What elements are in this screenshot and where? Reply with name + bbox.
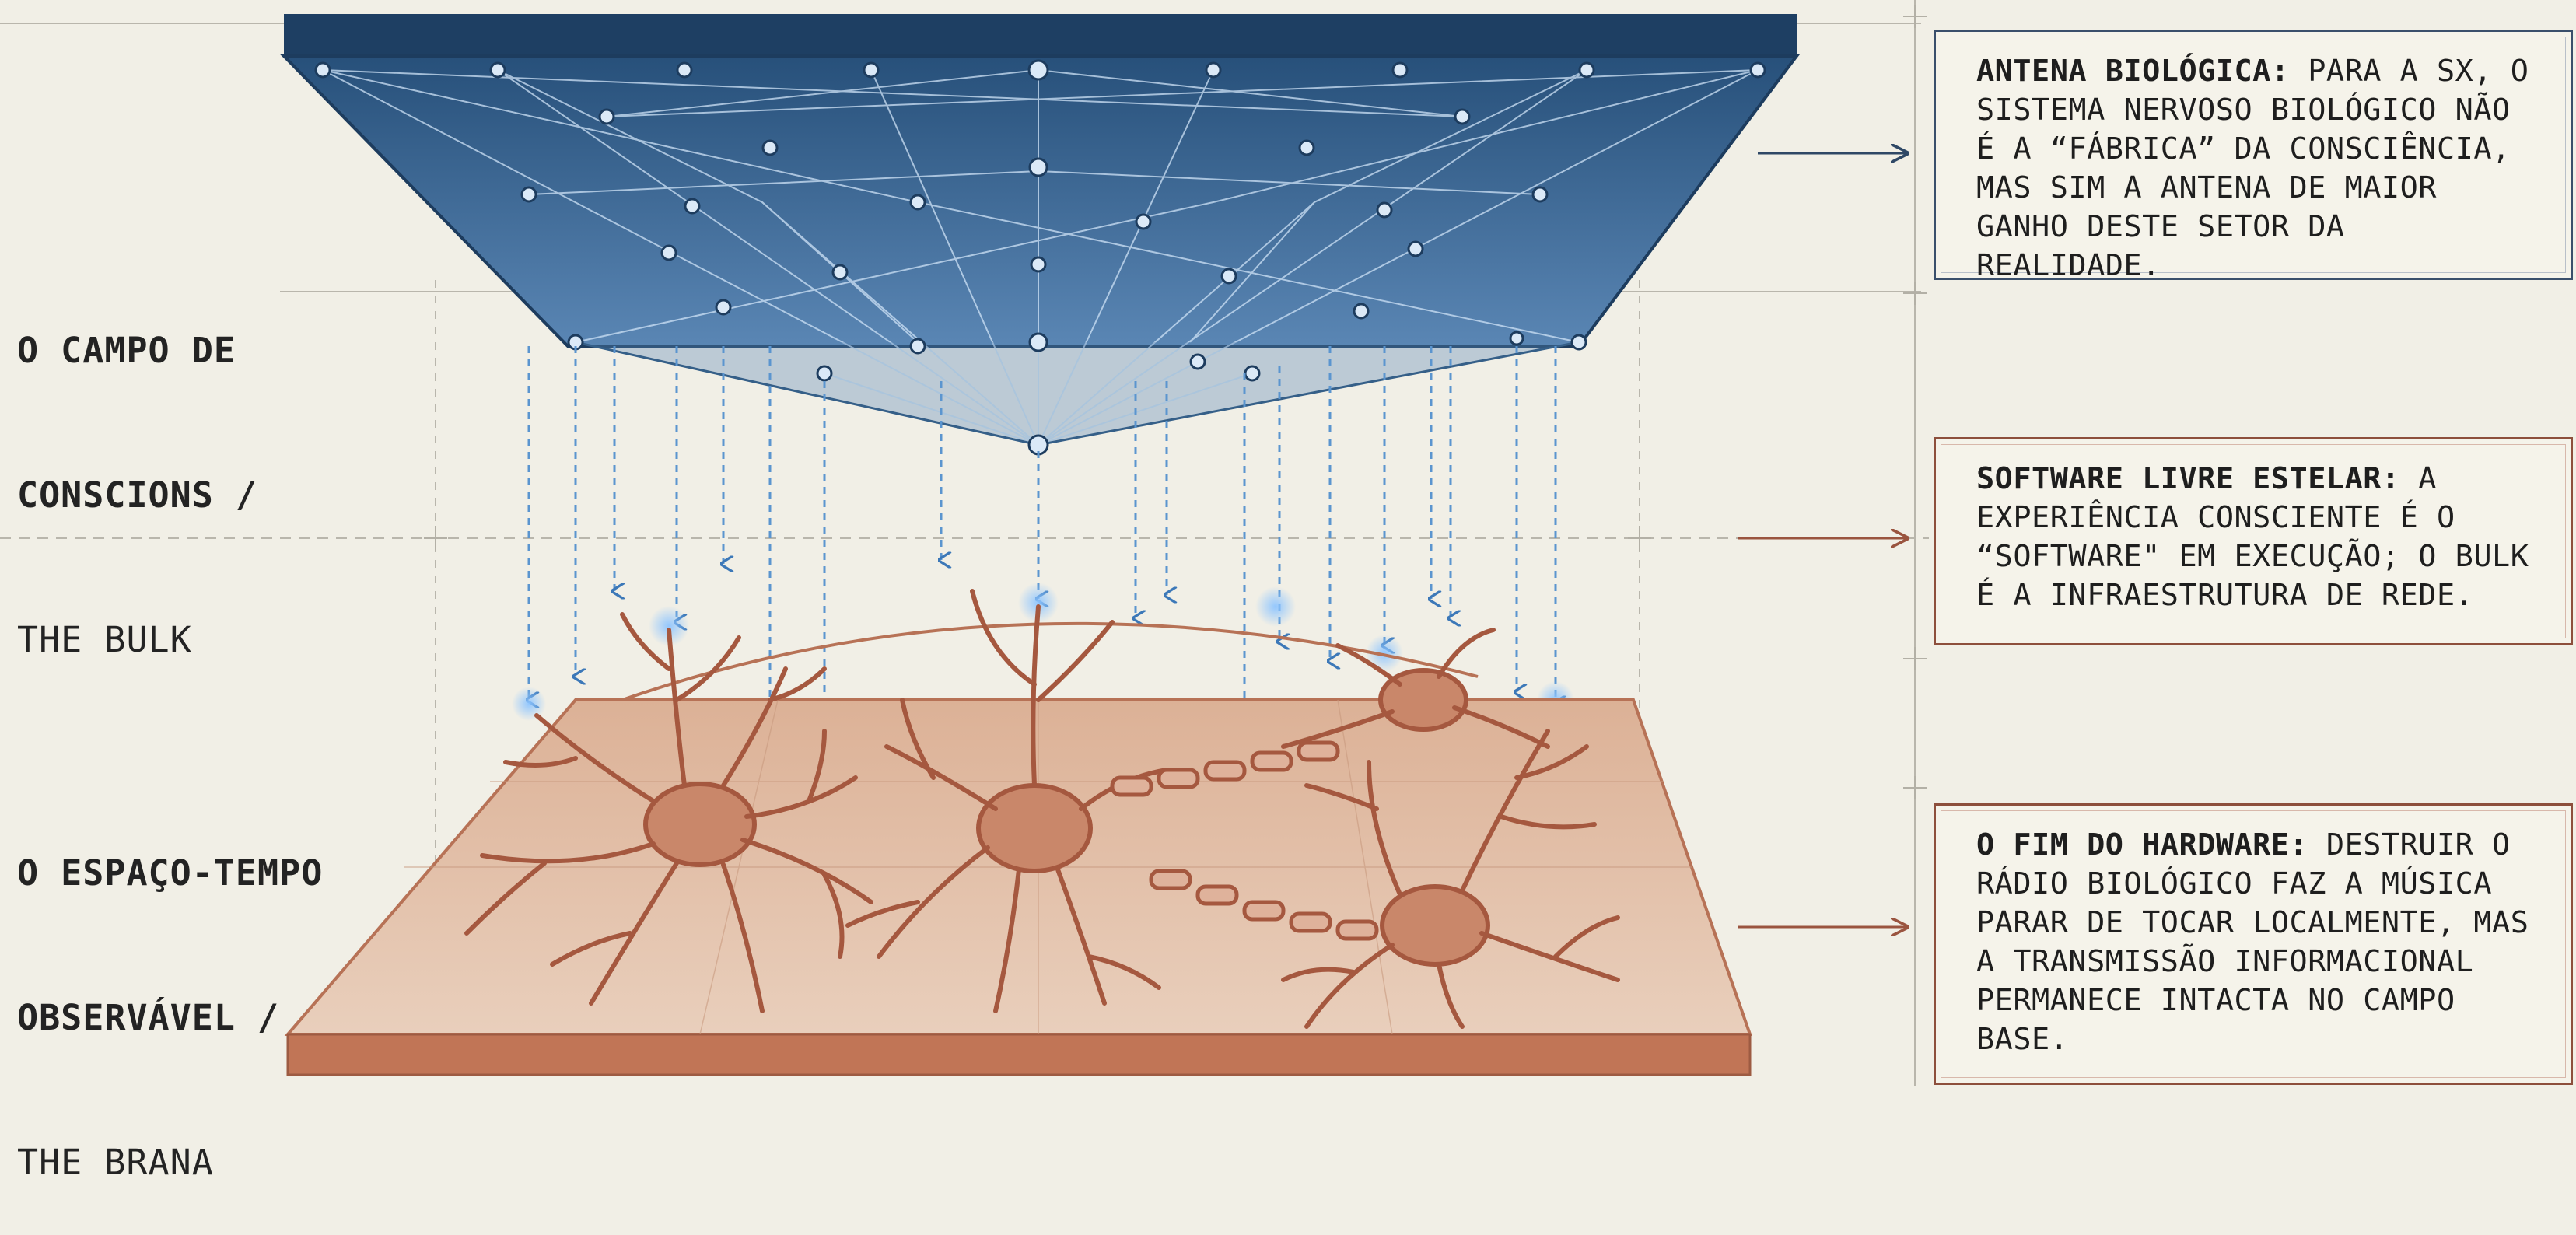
bulk-label-line2: CONSCIONS / bbox=[17, 474, 258, 516]
note-title: SOFTWARE LIVRE ESTELAR: bbox=[1976, 461, 2419, 496]
brana-label: O ESPAÇO-TEMPO OBSERVÁVEL / THE BRANA bbox=[17, 753, 323, 1235]
axon-chains bbox=[1110, 740, 1379, 941]
note-text: DESTRUIR O RÁDIO BIOLÓGICO FAZ A MÚSICA … bbox=[1976, 827, 2529, 1057]
neuron-top-right bbox=[1281, 628, 1550, 749]
neuron-center bbox=[845, 589, 1169, 1013]
brana-label-line3: THE BRANA bbox=[17, 1142, 214, 1183]
note-title: ANTENA BIOLÓGICA: bbox=[1976, 54, 2308, 89]
note-text: PARA A SX, O SISTEMA NERVOSO BIOLÓGICO N… bbox=[1976, 54, 2529, 283]
note-software-livre: SOFTWARE LIVRE ESTELAR: A EXPERIÊNCIA CO… bbox=[1934, 437, 2573, 645]
note-text: A EXPERIÊNCIA CONSCIENTE É O “SOFTWARE" … bbox=[1976, 461, 2529, 613]
brana-label-line1: O ESPAÇO-TEMPO bbox=[17, 852, 324, 894]
bulk-label-line1: O CAMPO DE bbox=[17, 330, 236, 371]
connector-arrows bbox=[1738, 153, 1906, 927]
signal-lines bbox=[529, 346, 1556, 809]
note-antena-biologica: ANTENA BIOLÓGICA: PARA A SX, O SISTEMA N… bbox=[1934, 30, 2573, 283]
bulk-label-line3: THE BULK bbox=[17, 619, 192, 660]
bulk-label: O CAMPO DE CONSCIONS / THE BULK bbox=[17, 230, 257, 712]
note-title: O FIM DO HARDWARE: bbox=[1976, 827, 2326, 862]
bulk-plane bbox=[280, 14, 1801, 456]
note-fim-do-hardware: O FIM DO HARDWARE: DESTRUIR O RÁDIO BIOL… bbox=[1934, 803, 2573, 1085]
neuron-left bbox=[464, 612, 873, 1013]
brana-label-line2: OBSERVÁVEL / bbox=[17, 997, 280, 1038]
neuron-right bbox=[1281, 729, 1620, 1029]
illustration-canvas bbox=[0, 0, 1929, 1086]
crosshair-marks bbox=[424, 5, 1927, 799]
bulk-nodes bbox=[314, 59, 1766, 456]
neuron-network bbox=[464, 589, 1620, 1029]
